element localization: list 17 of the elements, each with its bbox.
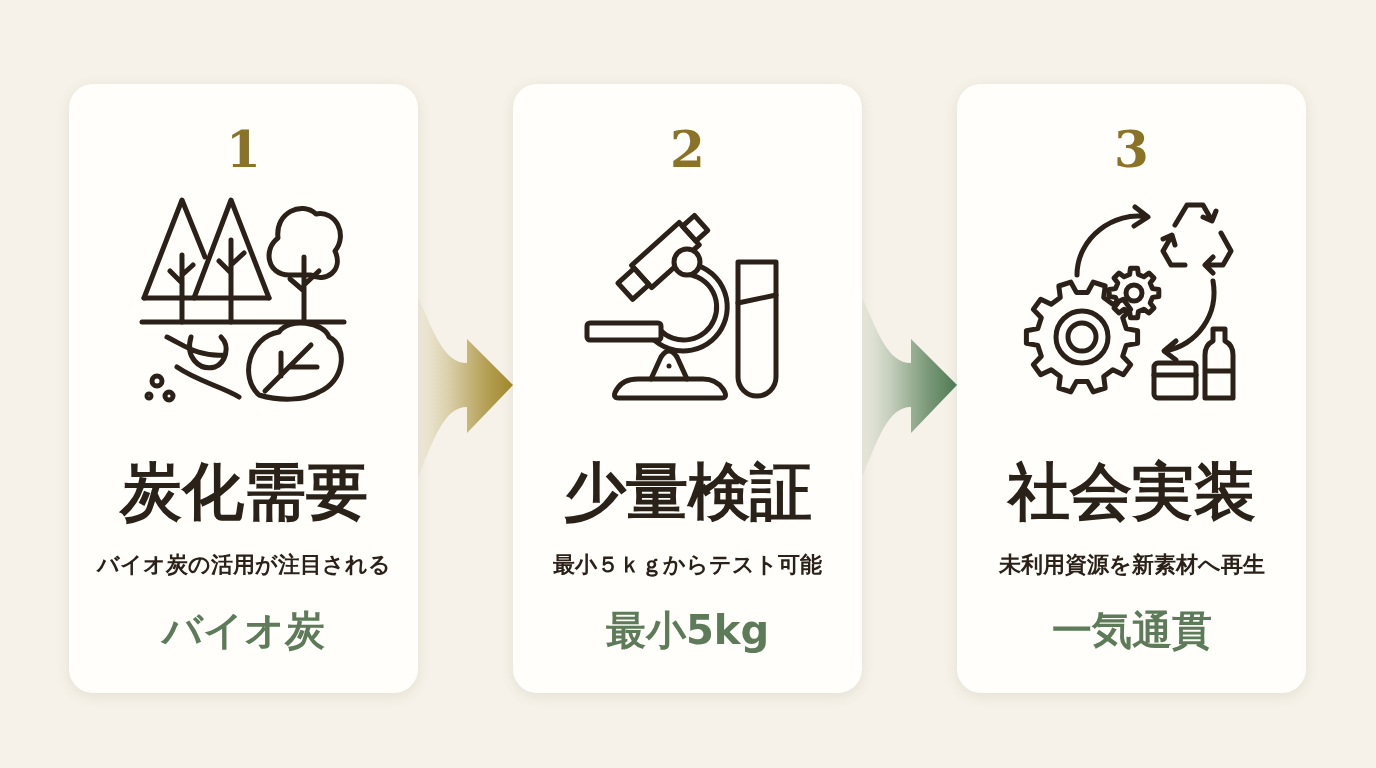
step-card xyxy=(513,84,862,693)
step-number: 1 xyxy=(226,120,261,180)
step-keyword: 最小5kg xyxy=(605,606,770,654)
step-description: バイオ炭の活用が注目される xyxy=(96,551,391,579)
step-description: 未利用資源を新素材へ再生 xyxy=(998,551,1265,579)
step-card xyxy=(957,84,1306,693)
flow-arrow xyxy=(862,297,957,477)
flow-arrow xyxy=(418,297,513,477)
step-title: 炭化需要 xyxy=(119,454,368,530)
step-card xyxy=(69,84,418,693)
step-title: 少量検証 xyxy=(563,454,812,530)
step-title: 社会実装 xyxy=(1007,454,1256,530)
step-number: 3 xyxy=(1114,120,1149,180)
step-keyword: バイオ炭 xyxy=(162,606,325,654)
step-number: 2 xyxy=(670,120,705,180)
step-description: 最小５ｋｇからテスト可能 xyxy=(553,551,822,579)
step-keyword: 一気通貫 xyxy=(1051,606,1212,654)
